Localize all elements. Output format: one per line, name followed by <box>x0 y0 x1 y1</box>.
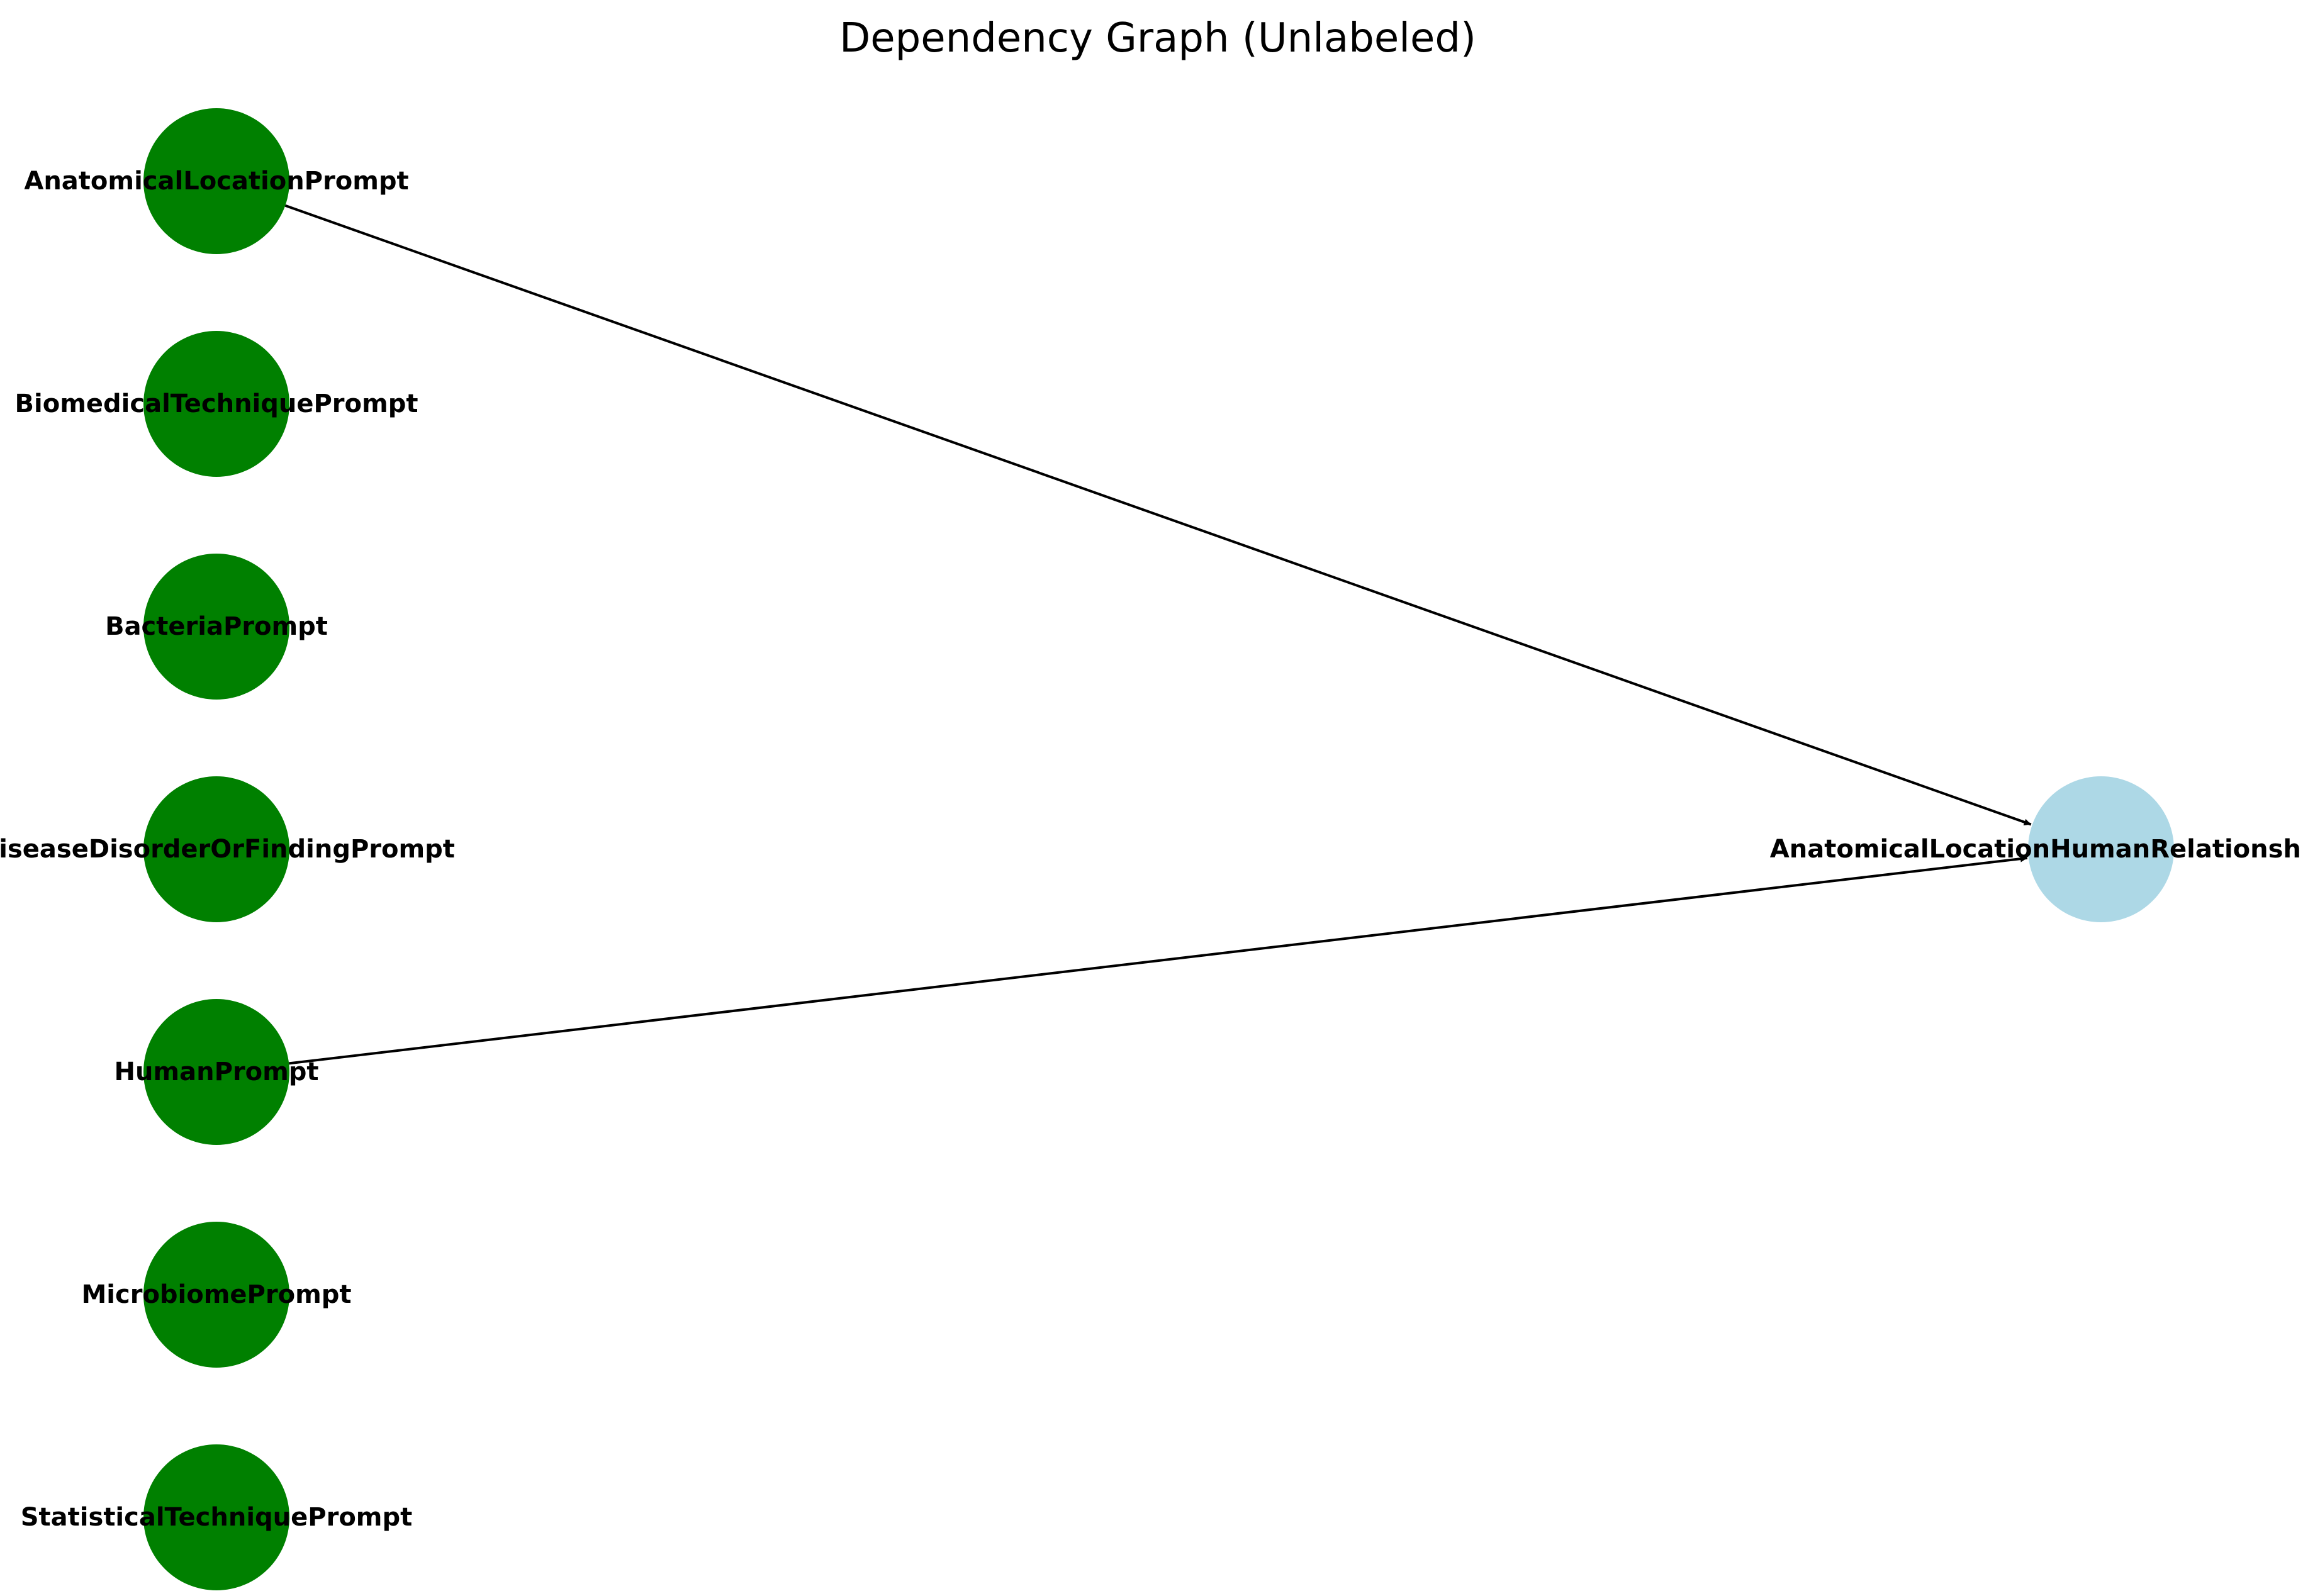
node-label-anatomical-location-human-relationship: AnatomicalLocationHumanRelationshipPromp… <box>1770 835 2303 864</box>
node-label-statistical-technique: StatisticalTechniquePrompt <box>21 1503 412 1532</box>
node-biomedical-technique <box>143 331 289 477</box>
node-label-disease-disorder: DiseaseDisorderOrFindingPrompt <box>0 835 455 864</box>
node-human <box>143 999 289 1145</box>
node-label-anatomical-location: AnatomicalLocationPrompt <box>24 167 408 196</box>
node-disease-disorder <box>143 776 289 922</box>
graph-title: Dependency Graph (Unlabeled) <box>839 15 1476 62</box>
edge-anatomical-location-to-anatomical-location-human-relationship <box>284 204 2032 826</box>
edges-layer <box>284 204 2032 1065</box>
node-anatomical-location <box>143 108 289 254</box>
node-label-microbiome: MicrobiomePrompt <box>81 1280 351 1309</box>
node-label-bacteria: BacteriaPrompt <box>105 612 328 641</box>
edge-human-to-anatomical-location-human-relationship <box>288 855 2028 1065</box>
node-anatomical-location-human-relationship <box>2028 776 2174 922</box>
node-statistical-technique <box>143 1444 289 1590</box>
nodes-layer <box>143 108 2174 1590</box>
labels-layer: AnatomicalLocationPromptBiomedicalTechni… <box>0 167 2303 1532</box>
node-label-human: HumanPrompt <box>114 1057 318 1086</box>
node-bacteria <box>143 554 289 700</box>
node-label-biomedical-technique: BiomedicalTechniquePrompt <box>15 389 418 418</box>
node-microbiome <box>143 1222 289 1368</box>
